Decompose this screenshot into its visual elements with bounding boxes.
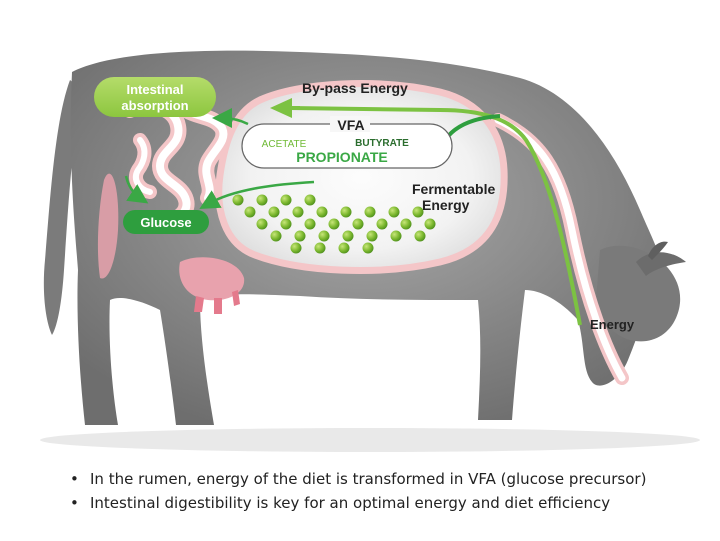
rumen-particle (362, 242, 374, 254)
glucose-badge: Glucose (123, 210, 209, 234)
rumen-particle (304, 218, 316, 230)
rumen-particle (270, 230, 282, 242)
rumen-particle (268, 206, 280, 218)
rumen-particle (388, 206, 400, 218)
rumen-particle (314, 242, 326, 254)
butyrate-label: BUTYRATE (355, 138, 409, 149)
rumen-particle (366, 230, 378, 242)
intestine-to-glucose-arrow (124, 175, 149, 204)
bypass-arrowhead (270, 98, 292, 118)
rumen-particle (328, 218, 340, 230)
pink-flank (97, 173, 119, 279)
cow-energy-diagram: VFA ACETATE BUTYRATE PROPIONATE Intestin… (40, 50, 700, 452)
fermentable-energy-line1: Fermentable (412, 181, 495, 197)
rumen-particle (364, 206, 376, 218)
bullet-list: In the rumen, energy of the diet is tran… (68, 467, 646, 515)
rumen-particle (294, 230, 306, 242)
rumen-particle (290, 242, 302, 254)
propionate-label: PROPIONATE (296, 149, 388, 165)
rumen-particle (318, 230, 330, 242)
ground-shadow (40, 428, 700, 452)
intestinal-absorption-line1: Intestinal (126, 82, 183, 97)
energy-label: Energy (590, 317, 635, 332)
rumen-particle (316, 206, 328, 218)
rumen-particle (244, 206, 256, 218)
rumen-particle (390, 230, 402, 242)
rumen-particle (280, 218, 292, 230)
udder (179, 257, 245, 314)
rumen-particle (424, 218, 436, 230)
rumen-to-glucose-arrow (199, 180, 315, 209)
rumen-particle (400, 218, 412, 230)
acetate-label: ACETATE (262, 139, 307, 150)
rumen-particles (232, 194, 436, 254)
rumen-particle (412, 206, 424, 218)
rumen-particle (292, 206, 304, 218)
rumen-particle (342, 230, 354, 242)
rumen-particle (256, 218, 268, 230)
rumen-particle (256, 194, 268, 206)
rumen-particle (352, 218, 364, 230)
rumen-particle (376, 218, 388, 230)
rumen-particle (338, 242, 350, 254)
intestinal-absorption-line2: absorption (121, 98, 188, 113)
vfa-label: VFA (337, 117, 364, 133)
intestinal-absorption-badge: Intestinal absorption (94, 77, 216, 117)
rumen-particle (340, 206, 352, 218)
bullet-item: In the rumen, energy of the diet is tran… (68, 467, 646, 491)
vfa-box: VFA ACETATE BUTYRATE PROPIONATE (241, 116, 453, 169)
rumen-particle (414, 230, 426, 242)
fermentable-energy-line2: Energy (422, 197, 470, 213)
rumen-particle (232, 194, 244, 206)
vfa-to-intestine-arrow (212, 108, 249, 129)
bypass-energy-label: By-pass Energy (302, 80, 408, 96)
rumen-particle (280, 194, 292, 206)
glucose-label: Glucose (140, 215, 191, 230)
rumen-particle (304, 194, 316, 206)
bullet-item: Intestinal digestibility is key for an o… (68, 491, 646, 515)
